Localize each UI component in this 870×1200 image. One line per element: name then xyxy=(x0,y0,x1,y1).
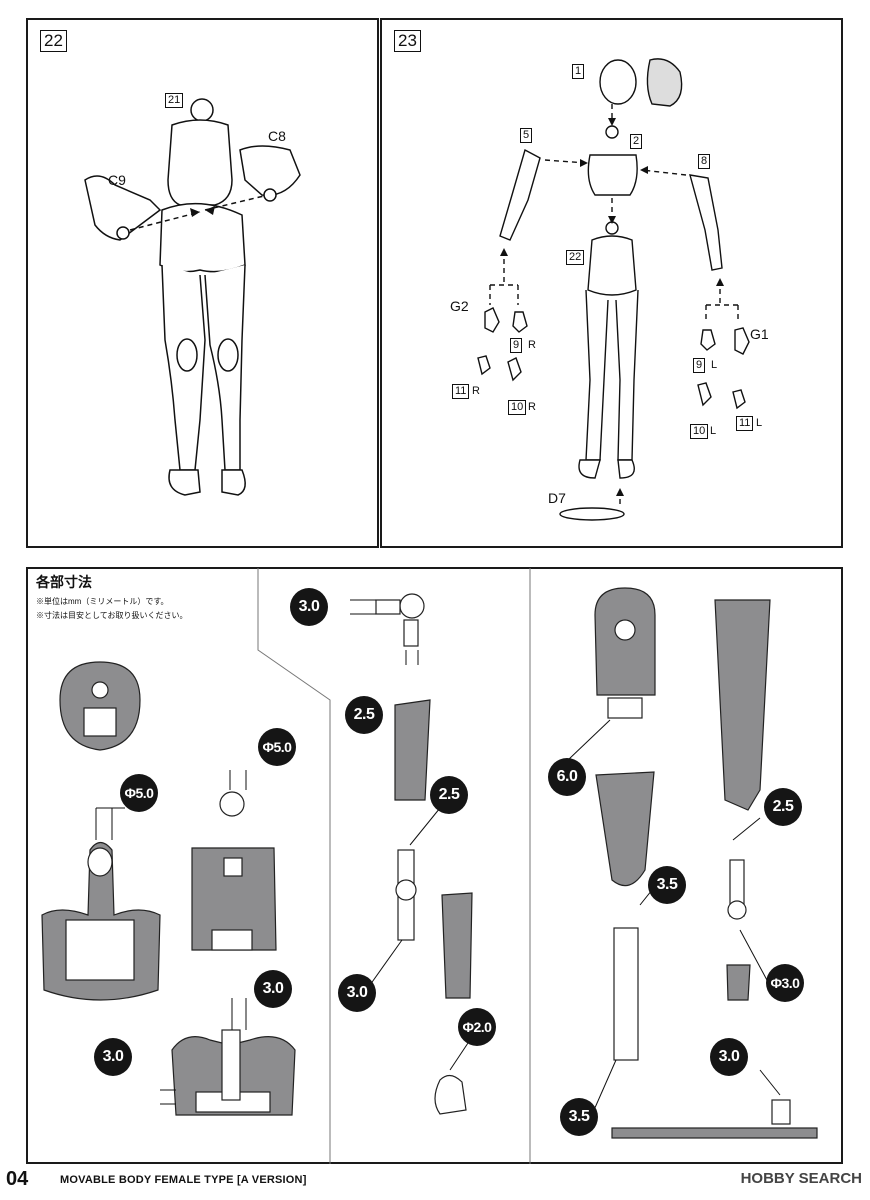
step-22-number: 22 xyxy=(40,30,67,52)
dimension-badge: 3.5 xyxy=(560,1098,598,1136)
part-9l-label: 9 xyxy=(693,358,706,373)
side-r-10: R xyxy=(528,401,536,413)
part-5-label: 5 xyxy=(520,128,533,143)
side-r-11: R xyxy=(472,385,480,397)
part-d7-label: D7 xyxy=(548,490,566,506)
part-9r-label: 9 xyxy=(510,338,523,353)
side-r-9: R xyxy=(528,339,536,351)
part-c9-label: C9 xyxy=(108,172,126,188)
part-10r-label: 10 xyxy=(508,400,527,415)
part-c8-label: C8 xyxy=(268,128,286,144)
step-23-number: 23 xyxy=(394,30,421,52)
step-22-panel xyxy=(26,18,379,548)
part-21-label: 21 xyxy=(165,93,184,108)
side-l-10: L xyxy=(710,425,717,437)
dimension-badge: 6.0 xyxy=(548,758,586,796)
part-22-label: 22 xyxy=(566,250,585,265)
dimensions-panel xyxy=(26,567,843,1164)
part-g2-label: G2 xyxy=(450,298,469,314)
dimensions-title: 各部寸法 xyxy=(36,574,92,590)
dimension-badge: 3.0 xyxy=(338,974,376,1012)
dimension-badge: Φ5.0 xyxy=(120,774,158,812)
watermark: HOBBY SEARCH xyxy=(740,1170,862,1187)
page-number: 04 xyxy=(6,1168,29,1190)
part-g1-label: G1 xyxy=(750,326,769,342)
part-11l-label: 11 xyxy=(736,416,754,431)
side-l-9: L xyxy=(711,359,718,371)
dimension-badge: 2.5 xyxy=(764,788,802,826)
step-23-panel xyxy=(380,18,843,548)
part-8-label: 8 xyxy=(698,154,711,169)
part-1-label: 1 xyxy=(572,64,585,79)
part-2-label: 2 xyxy=(630,134,643,149)
part-11r-label: 11 xyxy=(452,384,470,399)
dimension-badge: 3.0 xyxy=(710,1038,748,1076)
dimensions-note-unit: ※単位はmm（ミリメートル）です。 xyxy=(36,597,169,606)
dimension-badge: 3.0 xyxy=(254,970,292,1008)
dimension-badge: 3.0 xyxy=(290,588,328,626)
dimension-badge: Φ3.0 xyxy=(766,964,804,1002)
dimension-badge: Φ5.0 xyxy=(258,728,296,766)
footer-title: MOVABLE BODY FEMALE TYPE [A VERSION] xyxy=(60,1174,307,1186)
dimension-badge: Φ2.0 xyxy=(458,1008,496,1046)
dimensions-note-approx: ※寸法は目安としてお取り扱いください。 xyxy=(36,611,188,620)
side-l-11: L xyxy=(756,417,763,429)
dimension-badge: 3.5 xyxy=(648,866,686,904)
dimension-badge: 2.5 xyxy=(430,776,468,814)
dimension-badge: 3.0 xyxy=(94,1038,132,1076)
part-10l-label: 10 xyxy=(690,424,709,439)
dimension-badge: 2.5 xyxy=(345,696,383,734)
